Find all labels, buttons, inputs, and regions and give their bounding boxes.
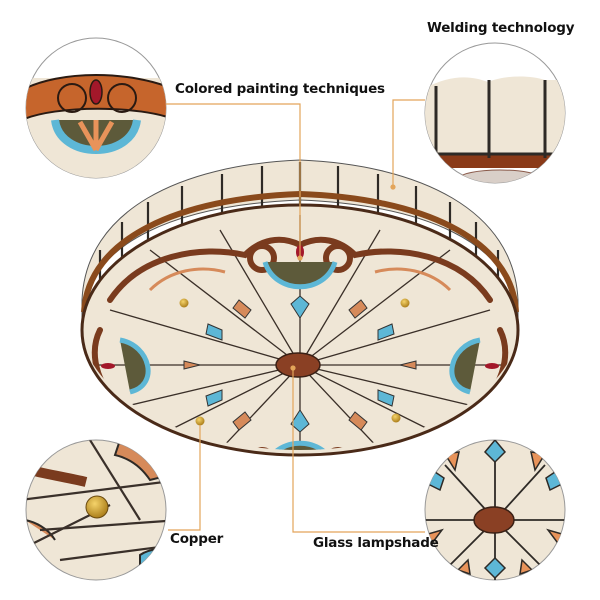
callout-connectors xyxy=(166,99,425,533)
detail-circle-copper xyxy=(25,439,167,581)
label-glass-lampshade: Glass lampshade xyxy=(313,535,439,551)
ceiling-lamp xyxy=(80,159,520,457)
detail-circle-welding xyxy=(424,42,566,184)
label-welding-technology: Welding technology xyxy=(427,20,575,36)
detail-circle-glass-lampshade xyxy=(424,439,566,581)
label-colored-painting-techniques: Colored painting techniques xyxy=(175,81,385,97)
label-copper: Copper xyxy=(170,531,224,547)
detail-circle-colored-painting xyxy=(25,37,167,179)
